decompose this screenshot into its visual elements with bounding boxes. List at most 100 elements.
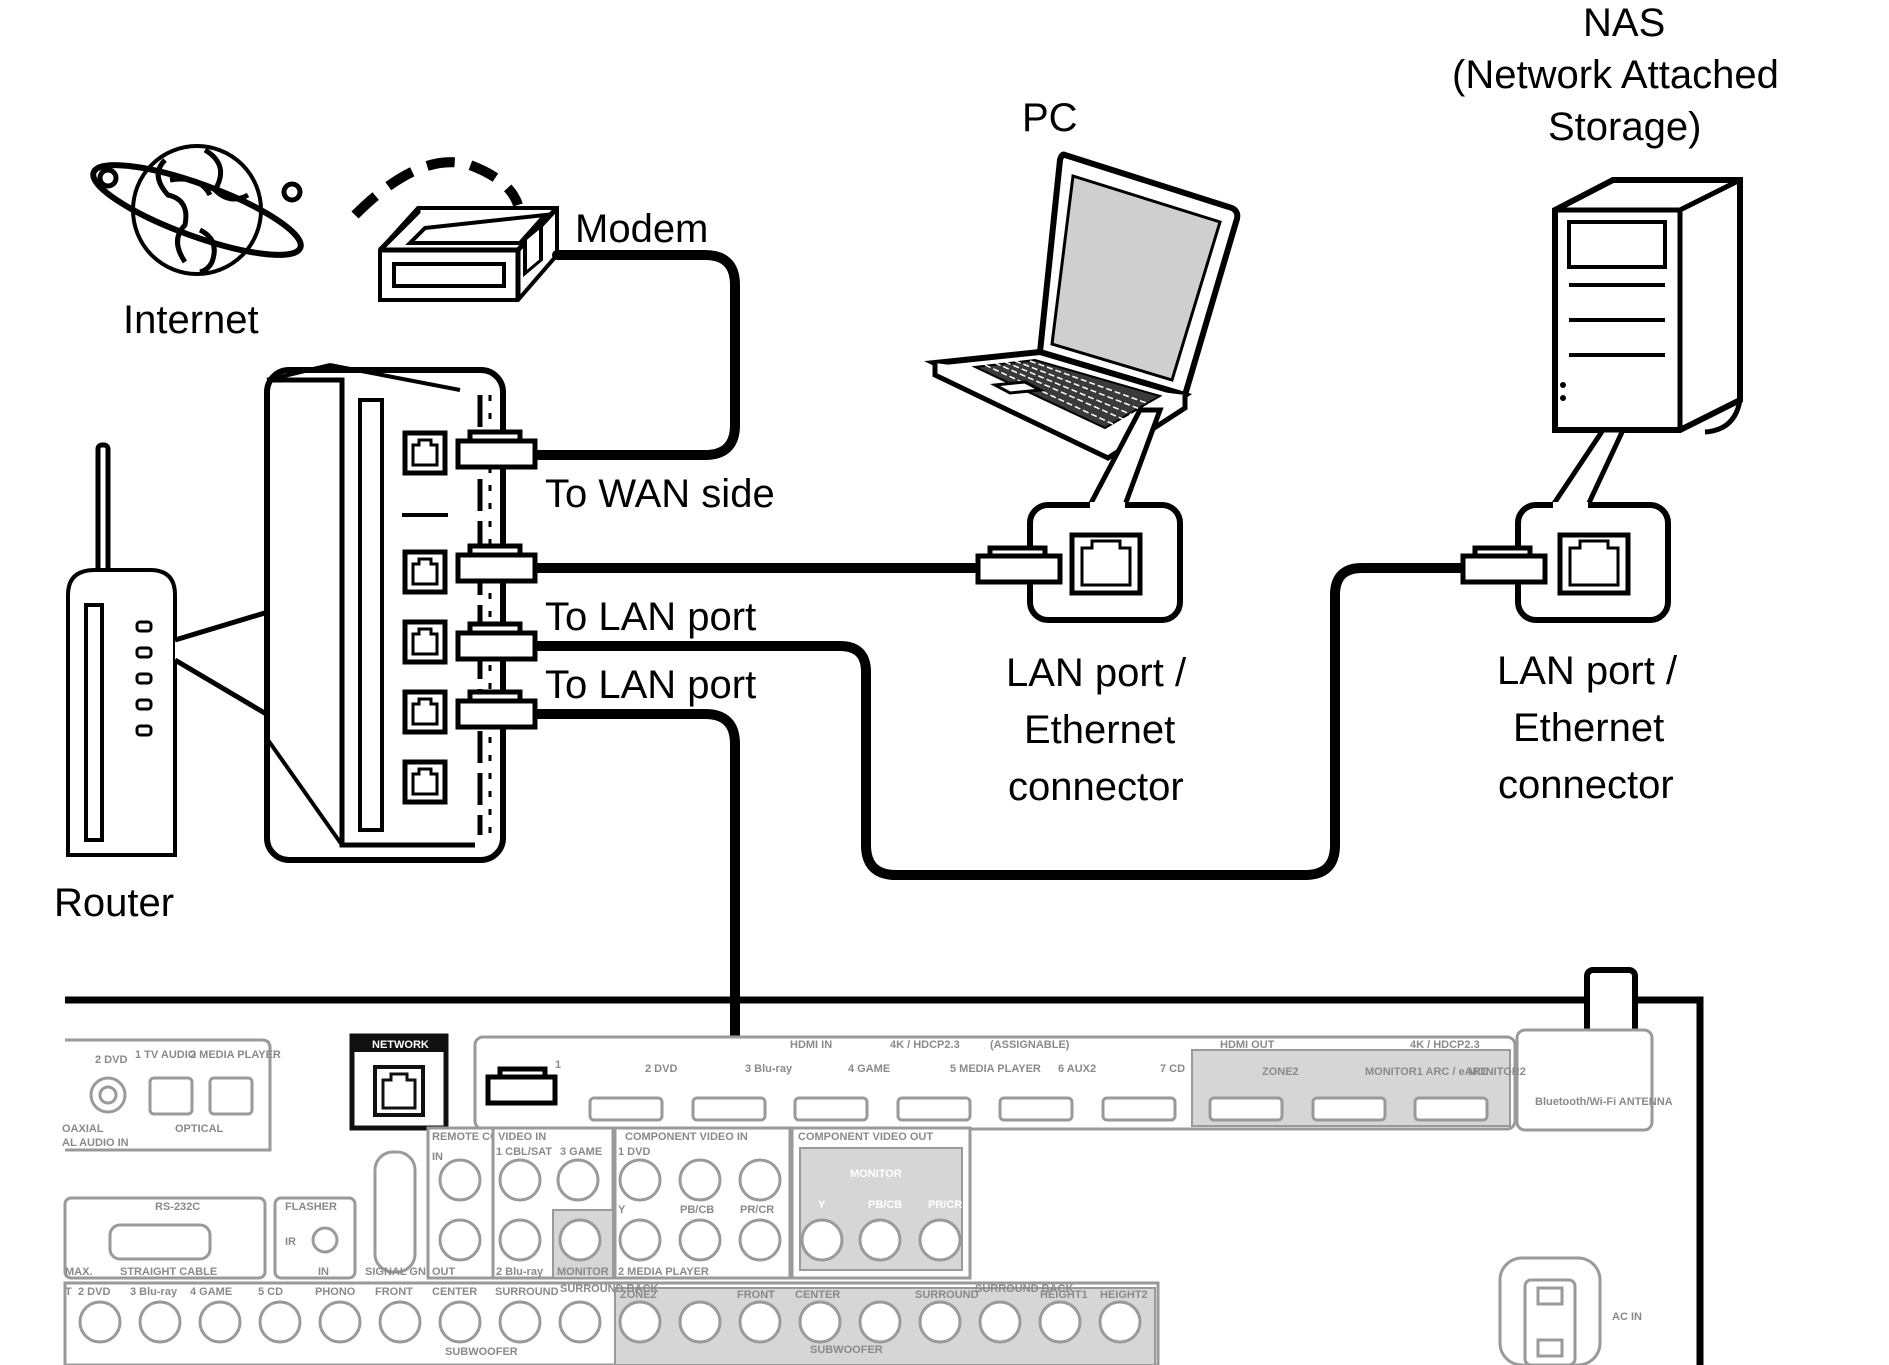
receiver-cable <box>525 709 740 1095</box>
svg-text:FLASHER: FLASHER <box>285 1201 337 1213</box>
nas-cable <box>525 563 1475 880</box>
svg-text:SURROUND BACK: SURROUND BACK <box>975 1283 1073 1295</box>
svg-text:ZONE2: ZONE2 <box>1262 1066 1299 1078</box>
svg-text:3 GAME: 3 GAME <box>560 1146 602 1158</box>
svg-text:MONITOR2: MONITOR2 <box>1468 1066 1526 1078</box>
router-ports-enlargement <box>264 362 538 863</box>
pc-port-label-line3: connector <box>1008 765 1184 809</box>
svg-text:COMPONENT VIDEO OUT: COMPONENT VIDEO OUT <box>798 1131 933 1143</box>
svg-text:Bluetooth/Wi-Fi ANTENNA: Bluetooth/Wi-Fi ANTENNA <box>1535 1096 1673 1108</box>
router-callout-pointer <box>173 608 271 720</box>
svg-text:STRAIGHT CABLE: STRAIGHT CABLE <box>120 1266 217 1278</box>
bottom-row-labels: T 2 DVD 3 Blu-ray 4 GAME 5 CD PHONO FRON… <box>65 1283 1148 1358</box>
svg-text:4 GAME: 4 GAME <box>848 1063 890 1075</box>
hdmi-connectors <box>588 1096 1489 1122</box>
ethernet-plug-icon <box>485 1066 558 1106</box>
svg-text:3 Blu-ray: 3 Blu-ray <box>130 1286 178 1298</box>
svg-text:Y: Y <box>818 1199 826 1211</box>
svg-text:2 DVD: 2 DVD <box>645 1063 677 1075</box>
svg-text:IN: IN <box>432 1151 443 1163</box>
svg-text:OPTICAL: OPTICAL <box>175 1123 224 1135</box>
wan-cable <box>525 250 740 460</box>
svg-text:7 CD: 7 CD <box>1160 1063 1185 1075</box>
svg-text:MONITOR1 ARC / eARC: MONITOR1 ARC / eARC <box>1365 1066 1489 1078</box>
svg-text:HEIGHT1: HEIGHT1 <box>1040 1289 1088 1301</box>
ethernet-plug-icon <box>1460 545 1548 585</box>
svg-text:COMPONENT VIDEO IN: COMPONENT VIDEO IN <box>625 1131 748 1143</box>
svg-text:PB/CB: PB/CB <box>868 1199 902 1211</box>
svg-text:4K / HDCP2.3: 4K / HDCP2.3 <box>1410 1039 1480 1051</box>
nas-label-line1: NAS <box>1583 1 1665 45</box>
svg-text:FRONT: FRONT <box>737 1289 775 1301</box>
nas-port-label-line2: Ethernet <box>1513 706 1664 750</box>
ethernet-plug-icon <box>455 543 538 584</box>
svg-text:(ASSIGNABLE): (ASSIGNABLE) <box>990 1039 1070 1051</box>
svg-text:1: 1 <box>555 1059 561 1071</box>
svg-text:RS-232C: RS-232C <box>155 1201 200 1213</box>
svg-text:HDMI OUT: HDMI OUT <box>1220 1039 1275 1051</box>
svg-text:MAX.: MAX. <box>65 1266 93 1278</box>
svg-text:4 GAME: 4 GAME <box>190 1286 232 1298</box>
pc-lan-port-callout <box>975 407 1183 623</box>
svg-text:1 DVD: 1 DVD <box>618 1146 650 1158</box>
svg-text:1 CBL/SAT: 1 CBL/SAT <box>496 1146 552 1158</box>
svg-text:AL AUDIO IN: AL AUDIO IN <box>62 1137 129 1149</box>
svg-text:SUBWOOFER: SUBWOOFER <box>810 1344 883 1356</box>
nas-port-label-line3: connector <box>1498 763 1674 807</box>
nas-label-line2: (Network Attached <box>1452 53 1779 97</box>
svg-text:SIGNAL GND: SIGNAL GND <box>365 1266 434 1278</box>
svg-text:2 DVD: 2 DVD <box>95 1054 127 1066</box>
svg-text:3 Blu-ray: 3 Blu-ray <box>745 1063 793 1075</box>
pc-port-label-line2: Ethernet <box>1024 708 1175 752</box>
ethernet-plug-icon <box>455 689 538 730</box>
svg-text:2 MEDIA PLAYER: 2 MEDIA PLAYER <box>618 1266 709 1278</box>
svg-text:SURROUND: SURROUND <box>915 1289 979 1301</box>
nas-lan-port-callout <box>1460 427 1671 623</box>
svg-text:5 CD: 5 CD <box>258 1286 283 1298</box>
pc-label: PC <box>1022 96 1078 140</box>
internet-link-dashed <box>351 157 523 219</box>
nas-label-line3: Storage) <box>1548 105 1701 149</box>
svg-text:OAXIAL: OAXIAL <box>62 1123 104 1135</box>
svg-text:IR: IR <box>285 1236 296 1248</box>
router-lan-port-3 <box>402 689 448 735</box>
svg-text:ZONE2: ZONE2 <box>620 1289 657 1301</box>
ethernet-plug-icon <box>455 429 538 470</box>
svg-text:HEIGHT2: HEIGHT2 <box>1100 1289 1148 1301</box>
svg-text:Y: Y <box>618 1204 626 1216</box>
to-lan-port-label-2: To LAN port <box>545 663 756 707</box>
router-lan-port-4 <box>402 759 448 805</box>
ethernet-plug-icon <box>455 621 538 662</box>
internet-label: Internet <box>123 298 259 342</box>
modem-icon <box>378 206 559 302</box>
svg-text:SUBWOOFER: SUBWOOFER <box>445 1346 518 1358</box>
globe-icon <box>90 144 304 276</box>
hdmi-input-labels: 1 2 DVD 3 Blu-ray 4 GAME 5 MEDIA PLAYER … <box>555 1059 1185 1075</box>
svg-text:CENTER: CENTER <box>795 1289 840 1301</box>
svg-text:AC IN: AC IN <box>1612 1311 1642 1323</box>
svg-text:PB/CB: PB/CB <box>680 1204 714 1216</box>
svg-text:CENTER: CENTER <box>432 1286 477 1298</box>
router-label: Router <box>54 881 174 925</box>
svg-text:HDMI IN: HDMI IN <box>790 1039 832 1051</box>
svg-text:SURROUND BACK: SURROUND BACK <box>560 1283 658 1295</box>
svg-text:IN: IN <box>318 1266 329 1278</box>
svg-text:2 Blu-ray: 2 Blu-ray <box>496 1266 544 1278</box>
router-lan-port-1 <box>402 549 448 595</box>
to-lan-port-label-1: To LAN port <box>545 595 756 639</box>
svg-text:SURROUND: SURROUND <box>495 1286 559 1298</box>
ethernet-plug-icon <box>975 545 1063 585</box>
svg-text:MONITOR: MONITOR <box>557 1266 609 1278</box>
svg-text:5 MEDIA PLAYER: 5 MEDIA PLAYER <box>950 1063 1041 1075</box>
svg-text:2 MEDIA PLAYER: 2 MEDIA PLAYER <box>190 1049 281 1061</box>
receiver-rear-panel: 2 DVD 1 TV AUDIO 2 MEDIA PLAYER OAXIAL O… <box>62 967 1704 1365</box>
router-icon <box>66 442 177 857</box>
nas-port-label-line1: LAN port / <box>1497 649 1678 693</box>
svg-text:6 AUX2: 6 AUX2 <box>1058 1063 1096 1075</box>
nas-icon <box>1552 177 1743 435</box>
svg-text:PR/CR: PR/CR <box>928 1199 962 1211</box>
svg-text:1 TV AUDIO: 1 TV AUDIO <box>135 1049 197 1061</box>
svg-text:PHONO: PHONO <box>315 1286 356 1298</box>
svg-text:PR/CR: PR/CR <box>740 1204 774 1216</box>
